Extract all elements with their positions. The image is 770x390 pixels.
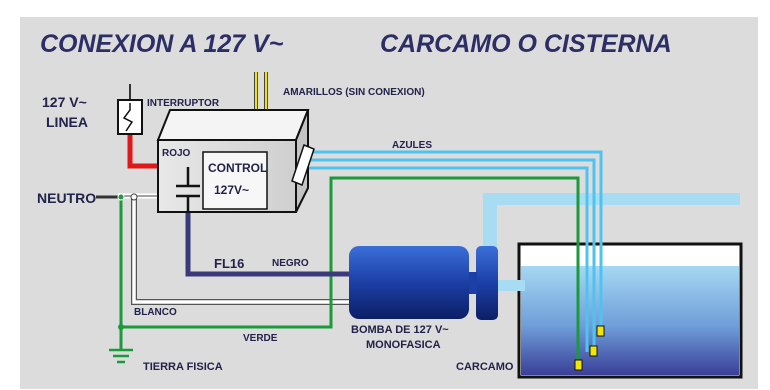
red-wire xyxy=(127,134,170,169)
label-ground: TIERRA FISICA xyxy=(143,361,223,373)
label-blues: AZULES xyxy=(392,140,432,151)
ground-symbol-icon xyxy=(109,348,133,364)
label-control: CONTROL xyxy=(208,161,267,175)
black-wire xyxy=(185,212,351,277)
label-line-voltage: 127 V~ xyxy=(42,94,87,110)
junction-white xyxy=(130,193,138,201)
blue-sensor-wires xyxy=(300,150,603,352)
label-switch: INTERRUPTOR xyxy=(147,98,220,109)
label-neutral: NEUTRO xyxy=(37,190,96,206)
title-left: CONEXION A 127 V~ xyxy=(40,30,284,58)
label-white: BLANCO xyxy=(134,307,177,318)
title-right: CARCAMO O CISTERNA xyxy=(380,30,672,58)
label-sump: CARCAMO xyxy=(456,361,514,373)
white-wire xyxy=(131,197,351,305)
capacitor-icon xyxy=(176,167,200,212)
cistern-tank xyxy=(517,242,743,379)
yellow-wires xyxy=(254,72,268,112)
label-yellows: AMARILLOS (SIN CONEXION) xyxy=(283,87,425,98)
suction-pipe xyxy=(497,280,525,291)
label-fl16: FL16 xyxy=(214,256,244,271)
label-green: VERDE xyxy=(243,333,278,344)
label-red: ROJO xyxy=(162,148,191,159)
label-black: NEGRO xyxy=(272,258,309,269)
label-line: LINEA xyxy=(46,114,88,130)
junction-green xyxy=(117,193,125,201)
label-pump-line1: BOMBA DE 127 V~ xyxy=(351,324,449,336)
float-sensor-icon xyxy=(574,325,605,371)
switch-icon xyxy=(117,99,143,135)
label-pump-line2: MONOFASICA xyxy=(366,339,441,351)
label-control-voltage: 127V~ xyxy=(214,183,249,197)
junction-ground xyxy=(118,324,124,330)
pump xyxy=(349,246,498,320)
control-box xyxy=(156,109,315,213)
